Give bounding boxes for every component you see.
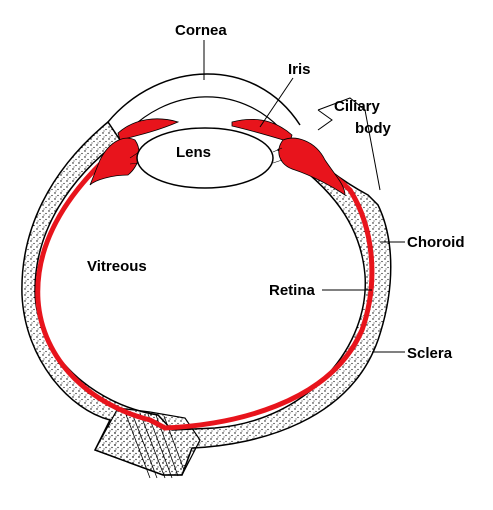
label-iris: Iris [288, 61, 311, 78]
iris-left [117, 118, 180, 141]
label-vitreous: Vitreous [87, 258, 147, 275]
zonule-fibers [129, 147, 283, 165]
label-ciliary-line2: body [355, 120, 391, 137]
lens [136, 127, 274, 189]
ciliary-body-right [278, 137, 346, 196]
leader-iris [259, 77, 294, 128]
label-choroid: Choroid [407, 234, 465, 251]
label-ciliary-line1: Ciliary [334, 98, 380, 115]
label-lens: Lens [176, 144, 212, 161]
ciliary-bracket [317, 97, 381, 191]
label-cornea: Cornea [175, 22, 227, 39]
retina-layer [35, 150, 375, 431]
label-sclera: Sclera [407, 345, 453, 362]
label-retina: Retina [269, 282, 315, 299]
cornea-outer [107, 73, 301, 126]
optic-nerve-fibers [124, 411, 185, 479]
